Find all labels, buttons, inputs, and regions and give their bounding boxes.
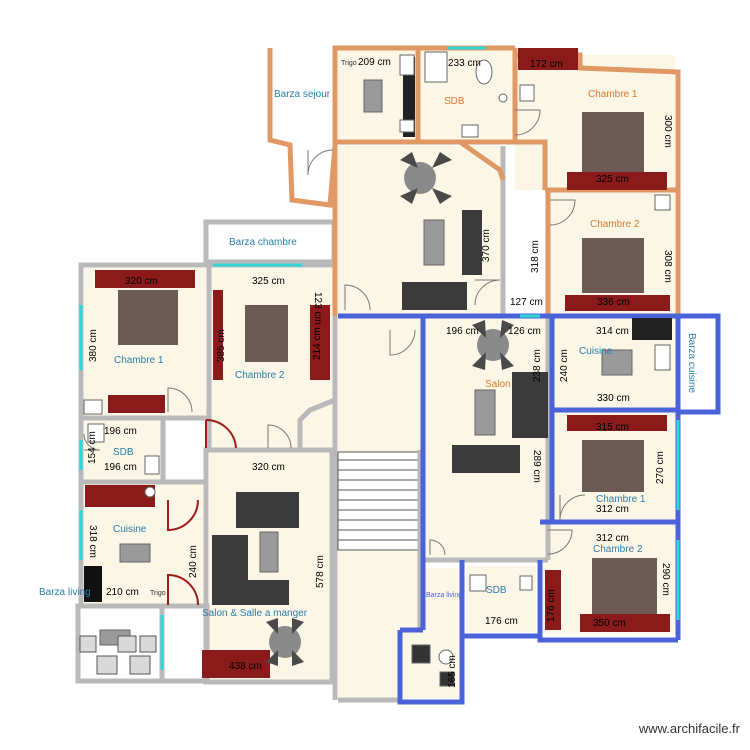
label-chambre1-top: Chambre 1	[588, 89, 638, 100]
red-doors	[167, 418, 237, 606]
dim-300: 300 cm	[662, 115, 673, 148]
label-cuisine-left: Cuisine	[113, 524, 147, 535]
dimensions: 209 cm 233 cm 172 cm 300 cm 325 cm 370 c…	[87, 57, 673, 688]
dim-308: 308 cm	[662, 250, 673, 283]
label-sdb-left: SDB	[113, 447, 134, 458]
dim-320a: 320 cm	[125, 276, 158, 287]
dim-312b: 312 cm	[596, 533, 629, 544]
dim-196b: 196 cm	[104, 426, 137, 437]
dim-318b: 318 cm	[87, 525, 98, 558]
dim-214: 214 cm	[312, 327, 323, 360]
stove	[403, 57, 415, 137]
label-chambre1-left: Chambre 1	[114, 355, 164, 366]
label-barza-living-left: Barza living	[39, 587, 91, 598]
dim-176b: 176 cm	[485, 616, 518, 627]
beds	[85, 48, 672, 678]
doors	[83, 109, 586, 556]
label-salon-center: Salon	[485, 379, 511, 390]
dim-238: 238 cm	[532, 349, 543, 382]
dim-126: 126 cm	[508, 326, 541, 337]
label-sdb-bottom: SDB	[486, 585, 507, 596]
dim-123: 123 cm	[312, 292, 323, 325]
dim-127: 127 cm	[510, 297, 543, 308]
dim-196c: 196 cm	[104, 462, 137, 473]
dim-370: 370 cm	[481, 229, 492, 262]
dining-tables	[266, 152, 514, 666]
dim-350: 350 cm	[593, 618, 626, 629]
label-salon-salle: Salon & Salle a manger	[202, 608, 308, 619]
label-cuisine-right: Cuisine	[579, 346, 613, 357]
sofas	[84, 210, 548, 605]
dim-176a: 176 cm	[546, 589, 557, 622]
dim-270: 270 cm	[655, 451, 666, 484]
dim-330: 330 cm	[597, 393, 630, 404]
windows	[79, 46, 680, 670]
dim-578: 578 cm	[315, 555, 326, 588]
dim-165: 165 cm	[447, 655, 458, 688]
dim-314: 314 cm	[596, 326, 629, 337]
dim-325a: 325 cm	[596, 174, 629, 185]
dim-325b: 325 cm	[252, 276, 285, 287]
dim-233: 233 cm	[448, 58, 481, 69]
label-chambre2-right: Chambre 2	[593, 544, 643, 555]
dim-154: 154 cm	[87, 431, 98, 464]
dim-318a: 318 cm	[530, 240, 541, 273]
staircase	[337, 451, 421, 551]
label-chambre2-left: Chambre 2	[235, 370, 285, 381]
dim-210: 210 cm	[106, 587, 139, 598]
label-barza-chambre: Barza chambre	[229, 237, 297, 248]
label-barza-living-center: Barza living	[426, 592, 462, 599]
label-chambre1-right: Chambre 1	[596, 494, 646, 505]
bathroom-fixtures	[83, 51, 671, 687]
label-barza-cuisine: Barza cuisine	[686, 333, 697, 393]
dim-438: 438 cm	[229, 661, 262, 672]
dim-380: 380 cm	[88, 329, 99, 362]
label-trigo-top: Trigo	[341, 60, 357, 67]
dim-209: 209 cm	[358, 57, 391, 68]
label-barza-sejour: Barza sejour	[274, 89, 331, 100]
dim-336: 336 cm	[597, 297, 630, 308]
dim-289: 289 cm	[531, 450, 542, 483]
dim-240b: 240 cm	[188, 545, 199, 578]
dim-172: 172 cm	[530, 59, 563, 70]
dim-196a: 196 cm	[446, 326, 479, 337]
label-trigo-bottom: Trigo	[150, 590, 166, 597]
balcony-furniture	[79, 635, 157, 675]
dim-312a: 312 cm	[596, 504, 629, 515]
site-watermark[interactable]: www.archifacile.fr	[638, 721, 740, 736]
dim-240a: 240 cm	[559, 349, 570, 382]
walls-blue	[338, 313, 721, 705]
dim-320b: 320 cm	[252, 462, 285, 473]
label-sdb-top: SDB	[444, 96, 465, 107]
dim-385: 385 cm	[216, 329, 227, 362]
dim-315: 315 cm	[596, 422, 629, 433]
dim-290: 290 cm	[660, 563, 671, 596]
label-chambre2-top: Chambre 2	[590, 219, 640, 230]
